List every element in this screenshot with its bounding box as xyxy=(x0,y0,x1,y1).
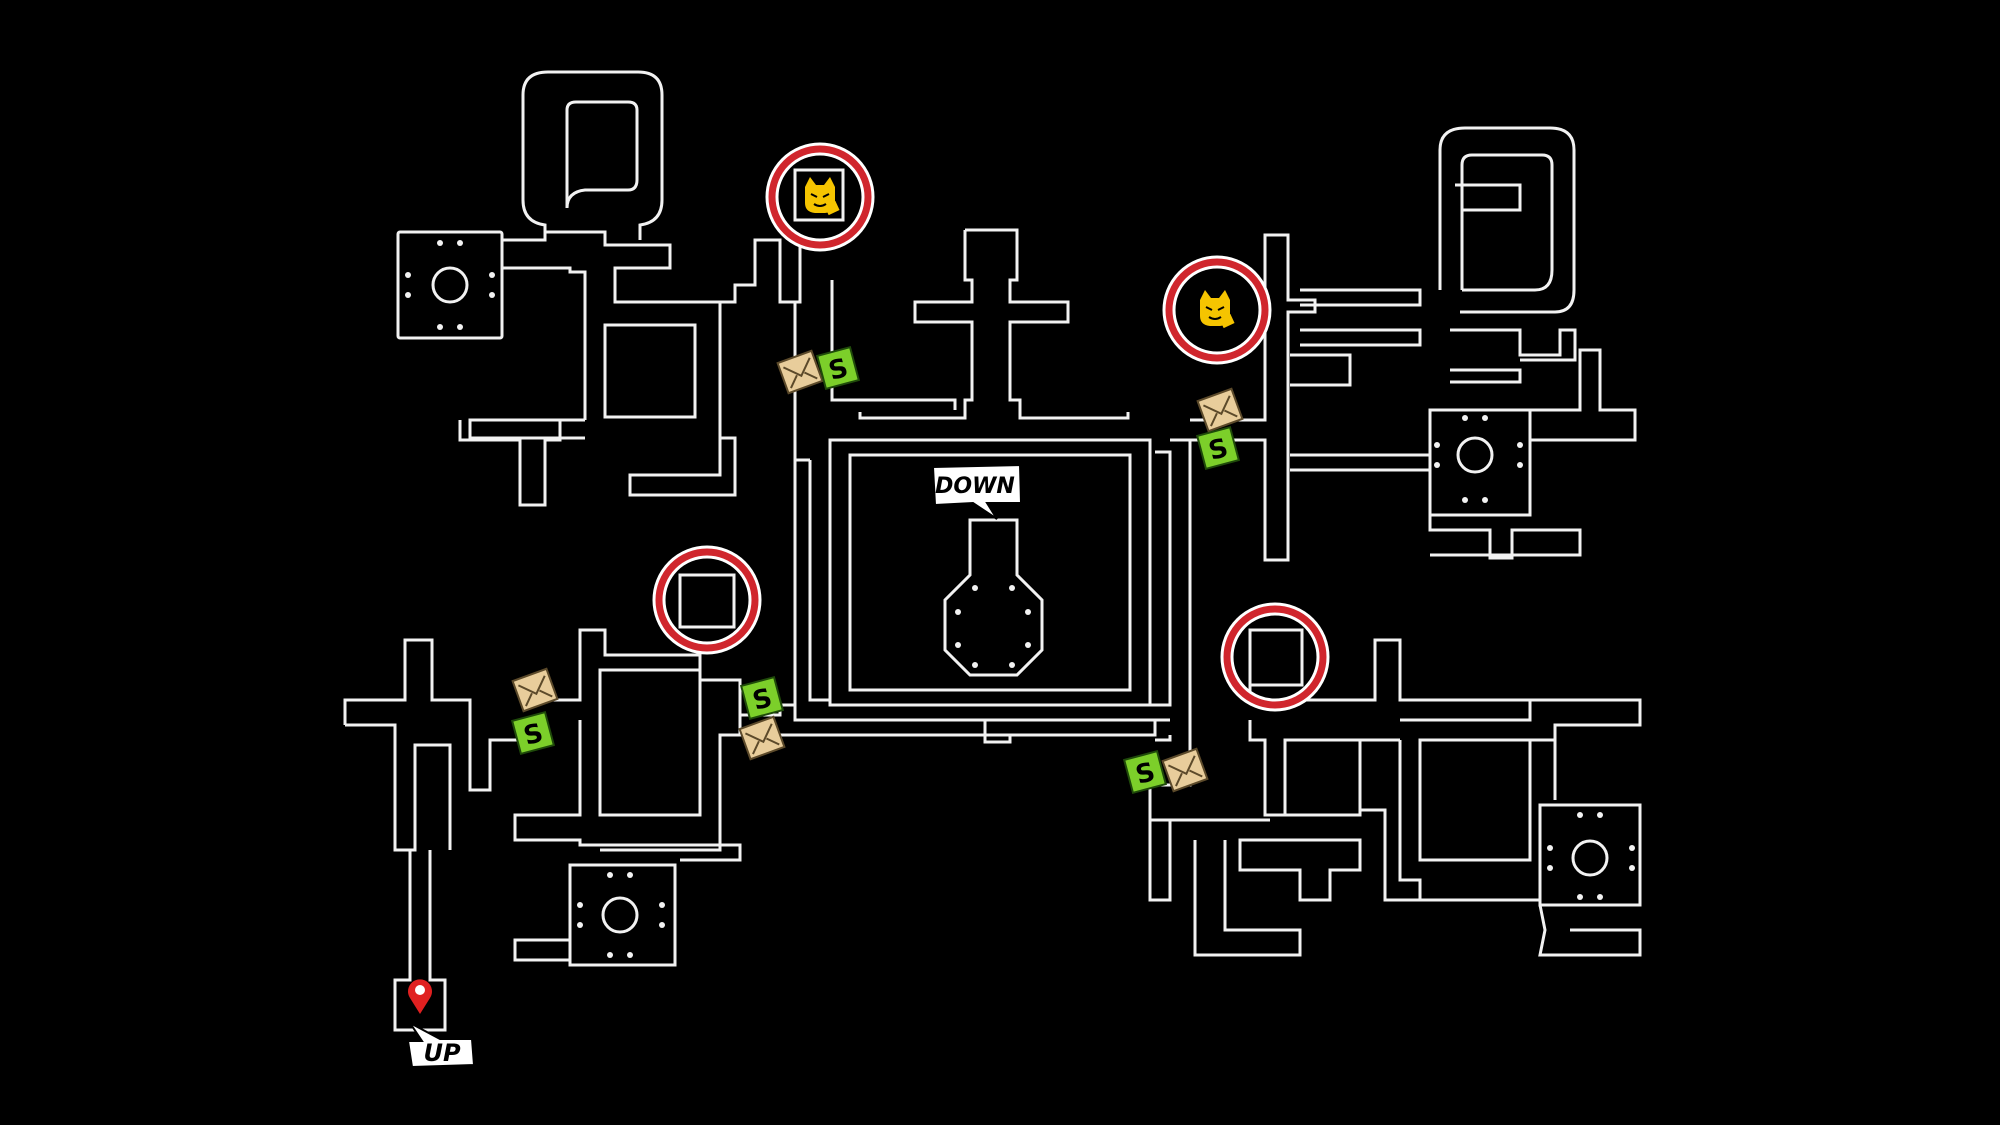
cat-icon xyxy=(1200,290,1235,329)
safe-room-icon[interactable]: S xyxy=(510,710,556,756)
door-icon[interactable] xyxy=(1161,747,1209,793)
up-stairs-marker[interactable]: UP xyxy=(406,1022,476,1069)
safe-room-icon[interactable]: S xyxy=(815,345,861,391)
safe-room-icon[interactable]: S xyxy=(1195,425,1241,471)
up-label: UP xyxy=(423,1039,460,1067)
safe-room-icon[interactable]: S xyxy=(739,675,785,721)
round-room-right xyxy=(1434,415,1523,503)
door-icon[interactable] xyxy=(738,715,786,761)
highlighted-room-4[interactable] xyxy=(1220,602,1330,712)
map-pin-icon xyxy=(408,979,432,1014)
door-icon[interactable] xyxy=(1196,387,1244,433)
octagon-dots xyxy=(955,585,1031,668)
safe-room-icons: S S S S S xyxy=(510,345,1241,795)
door-icon[interactable] xyxy=(511,667,559,713)
highlighted-room-1[interactable] xyxy=(765,142,875,252)
safe-room-icon[interactable]: S xyxy=(1122,749,1168,795)
round-room-bottom-right xyxy=(1547,812,1635,900)
door-icon[interactable] xyxy=(776,349,824,395)
cat-icon xyxy=(805,177,840,216)
down-stairs-marker[interactable]: DOWN xyxy=(931,463,1023,520)
round-room-bottom-left xyxy=(577,872,665,958)
highlighted-room-2[interactable] xyxy=(1162,255,1272,365)
round-room-top-left xyxy=(405,240,495,330)
map-walls xyxy=(343,70,1642,1032)
door-icons xyxy=(511,349,1244,793)
down-label: DOWN xyxy=(935,474,1015,499)
highlighted-room-3[interactable] xyxy=(652,545,762,655)
